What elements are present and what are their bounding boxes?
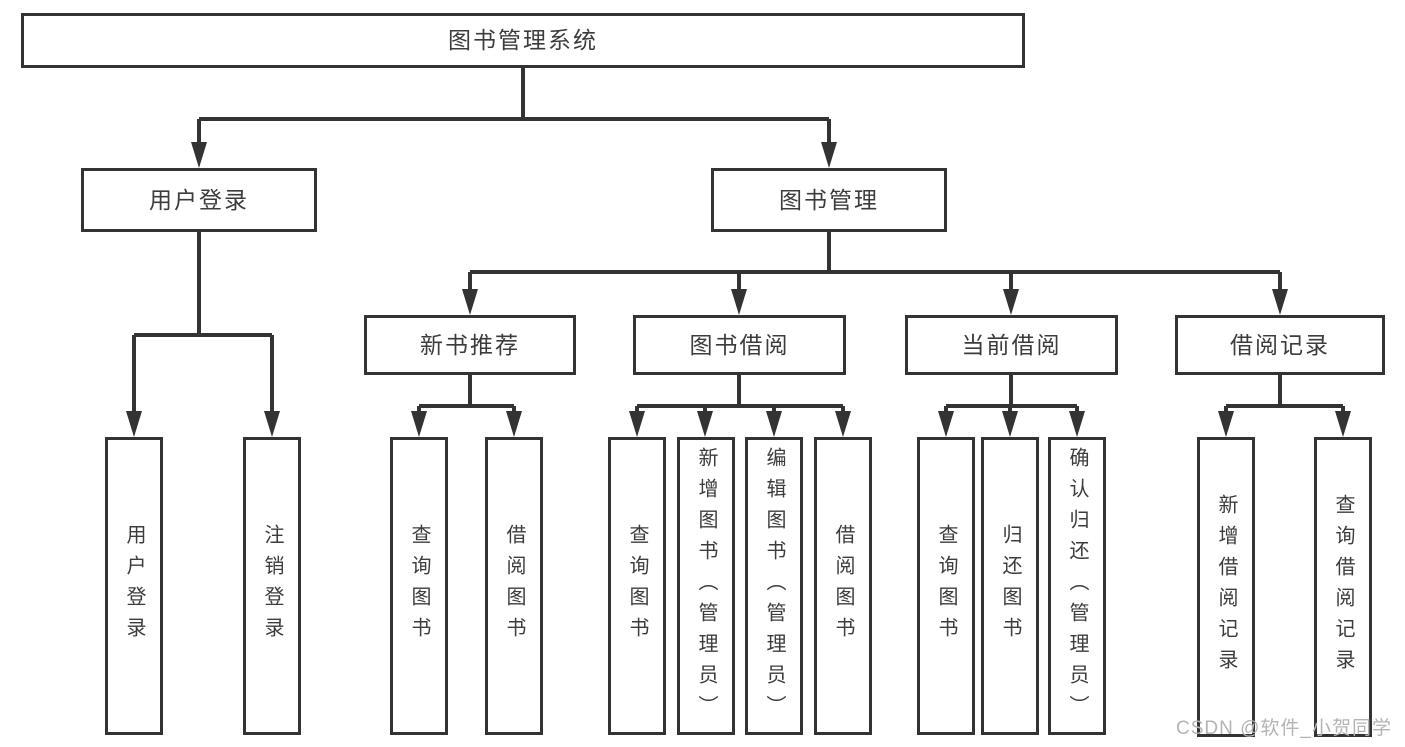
connector-borrowrecord-to-leaves [1224, 375, 1345, 413]
arrowhead-icon [697, 411, 713, 437]
arrowhead-icon [126, 411, 142, 437]
csdn-watermark: CSDN @软件_小贺同学 [1176, 718, 1392, 739]
node-user-login-label: 用户登录 [149, 186, 249, 213]
arrowhead-icon [1335, 411, 1351, 437]
leaf-user-login: 用户登录 [105, 437, 163, 735]
leaf-add-borrow-record-label: 新增借阅记录 [1215, 494, 1237, 680]
leaf-borrow-book-2: 借阅图书 [814, 437, 872, 735]
leaf-confirm-return-admin-label: 确认归还（管理员） [1066, 446, 1088, 726]
leaf-query-book-3-label: 查询图书 [935, 524, 957, 648]
leaf-query-book-2: 查询图书 [608, 437, 666, 735]
leaf-return-book-label: 归还图书 [999, 524, 1021, 648]
connector-currentborrow-to-leaves [944, 375, 1079, 413]
arrowhead-icon [1003, 289, 1019, 315]
leaf-query-book-3: 查询图书 [917, 437, 975, 735]
arrowhead-icon [835, 411, 851, 437]
arrowhead-icon [1002, 411, 1018, 437]
arrowhead-icon [1272, 289, 1288, 315]
arrowhead-icon [629, 411, 645, 437]
node-new-book-recommend-label: 新书推荐 [420, 331, 520, 358]
leaf-query-borrow-record-label: 查询借阅记录 [1332, 494, 1354, 680]
leaf-query-book-1-label: 查询图书 [408, 524, 430, 648]
leaf-borrow-book-1-label: 借阅图书 [503, 524, 525, 648]
node-book-borrow: 图书借阅 [633, 315, 846, 375]
node-new-book-recommend: 新书推荐 [364, 315, 576, 375]
arrowhead-icon [1069, 411, 1085, 437]
arrowheads [126, 142, 1351, 437]
leaf-confirm-return-admin: 确认归还（管理员） [1048, 437, 1106, 735]
leaf-logout-label: 注销登录 [261, 524, 283, 648]
leaf-edit-book-admin: 编辑图书（管理员） [745, 437, 803, 735]
connector-paths [132, 68, 1345, 413]
connector-bookmgmt-to-level2 [468, 232, 1282, 291]
connector-root-to-level1 [197, 68, 831, 144]
connector-userlogin-to-leaves [132, 232, 274, 413]
leaf-add-book-admin: 新增图书（管理员） [677, 437, 735, 735]
leaf-logout: 注销登录 [243, 437, 301, 735]
leaf-borrow-book-2-label: 借阅图书 [832, 524, 854, 648]
node-book-management-label: 图书管理 [779, 186, 879, 213]
node-borrow-record: 借阅记录 [1175, 315, 1385, 375]
arrowhead-icon [191, 142, 207, 168]
node-root-label: 图书管理系统 [448, 27, 598, 53]
leaf-user-login-label: 用户登录 [123, 524, 145, 648]
leaf-return-book: 归还图书 [981, 437, 1039, 735]
connector-bookborrow-to-leaves [635, 375, 845, 413]
leaf-add-borrow-record: 新增借阅记录 [1197, 437, 1255, 737]
leaf-add-book-admin-label: 新增图书（管理员） [695, 446, 717, 726]
leaf-query-book-1: 查询图书 [390, 437, 448, 735]
leaf-borrow-book-1: 借阅图书 [485, 437, 543, 735]
arrowhead-icon [731, 289, 747, 315]
arrowhead-icon [506, 411, 522, 437]
node-current-borrow: 当前借阅 [905, 315, 1118, 375]
arrowhead-icon [821, 142, 837, 168]
leaf-query-borrow-record: 查询借阅记录 [1314, 437, 1372, 737]
arrowhead-icon [938, 411, 954, 437]
arrowhead-icon [1218, 411, 1234, 437]
node-root: 图书管理系统 [21, 13, 1025, 68]
node-borrow-record-label: 借阅记录 [1230, 331, 1330, 358]
arrowhead-icon [411, 411, 427, 437]
node-user-login: 用户登录 [81, 168, 317, 232]
node-book-management: 图书管理 [711, 168, 947, 232]
node-current-borrow-label: 当前借阅 [961, 331, 1062, 358]
arrowhead-icon [264, 411, 280, 437]
node-book-borrow-label: 图书借阅 [689, 331, 790, 358]
leaf-edit-book-admin-label: 编辑图书（管理员） [763, 446, 785, 726]
connector-newbookrec-to-leaves [417, 375, 516, 413]
arrowhead-icon [766, 411, 782, 437]
arrowhead-icon [462, 289, 478, 315]
leaf-query-book-2-label: 查询图书 [626, 524, 648, 648]
